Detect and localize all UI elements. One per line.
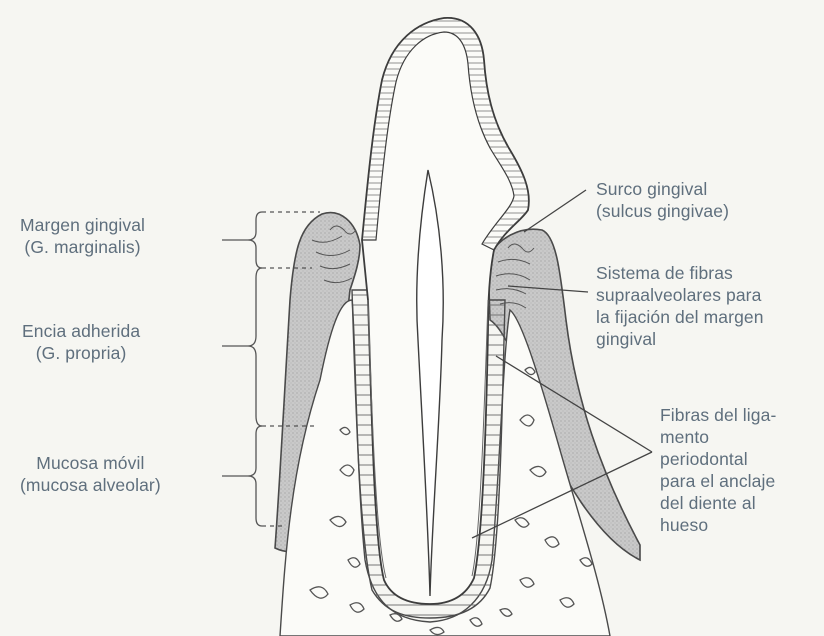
label-line: la fijación del margen	[596, 306, 764, 328]
label-line: hueso	[660, 514, 776, 536]
label-line: periodontal	[660, 448, 776, 470]
label-line: Surco gingival	[596, 178, 729, 200]
label-fibras-ligamento: Fibras del liga- mento periodontal para …	[660, 404, 776, 536]
label-mucosa-movil: Mucosa móvil (mucosa alveolar)	[20, 452, 161, 496]
label-margen-gingival: Margen gingival (G. marginalis)	[20, 214, 145, 258]
label-line: (G. marginalis)	[20, 236, 145, 258]
label-line: para el anclaje	[660, 470, 776, 492]
label-encia-adherida: Encia adherida (G. propria)	[22, 320, 140, 364]
label-line: Mucosa móvil	[20, 452, 161, 474]
label-line: gingival	[596, 328, 764, 350]
label-line: (G. propria)	[22, 342, 140, 364]
label-line: (sulcus gingivae)	[596, 200, 729, 222]
label-line: (mucosa alveolar)	[20, 474, 161, 496]
label-surco-gingival: Surco gingival (sulcus gingivae)	[596, 178, 729, 222]
label-line: del diente al	[660, 492, 776, 514]
label-line: Fibras del liga-	[660, 404, 776, 426]
label-sistema-fibras: Sistema de fibras supraalveolares para l…	[596, 262, 764, 350]
label-line: supraalveolares para	[596, 284, 764, 306]
label-line: Margen gingival	[20, 214, 145, 236]
label-line: Sistema de fibras	[596, 262, 764, 284]
label-line: mento	[660, 426, 776, 448]
label-line: Encia adherida	[22, 320, 140, 342]
